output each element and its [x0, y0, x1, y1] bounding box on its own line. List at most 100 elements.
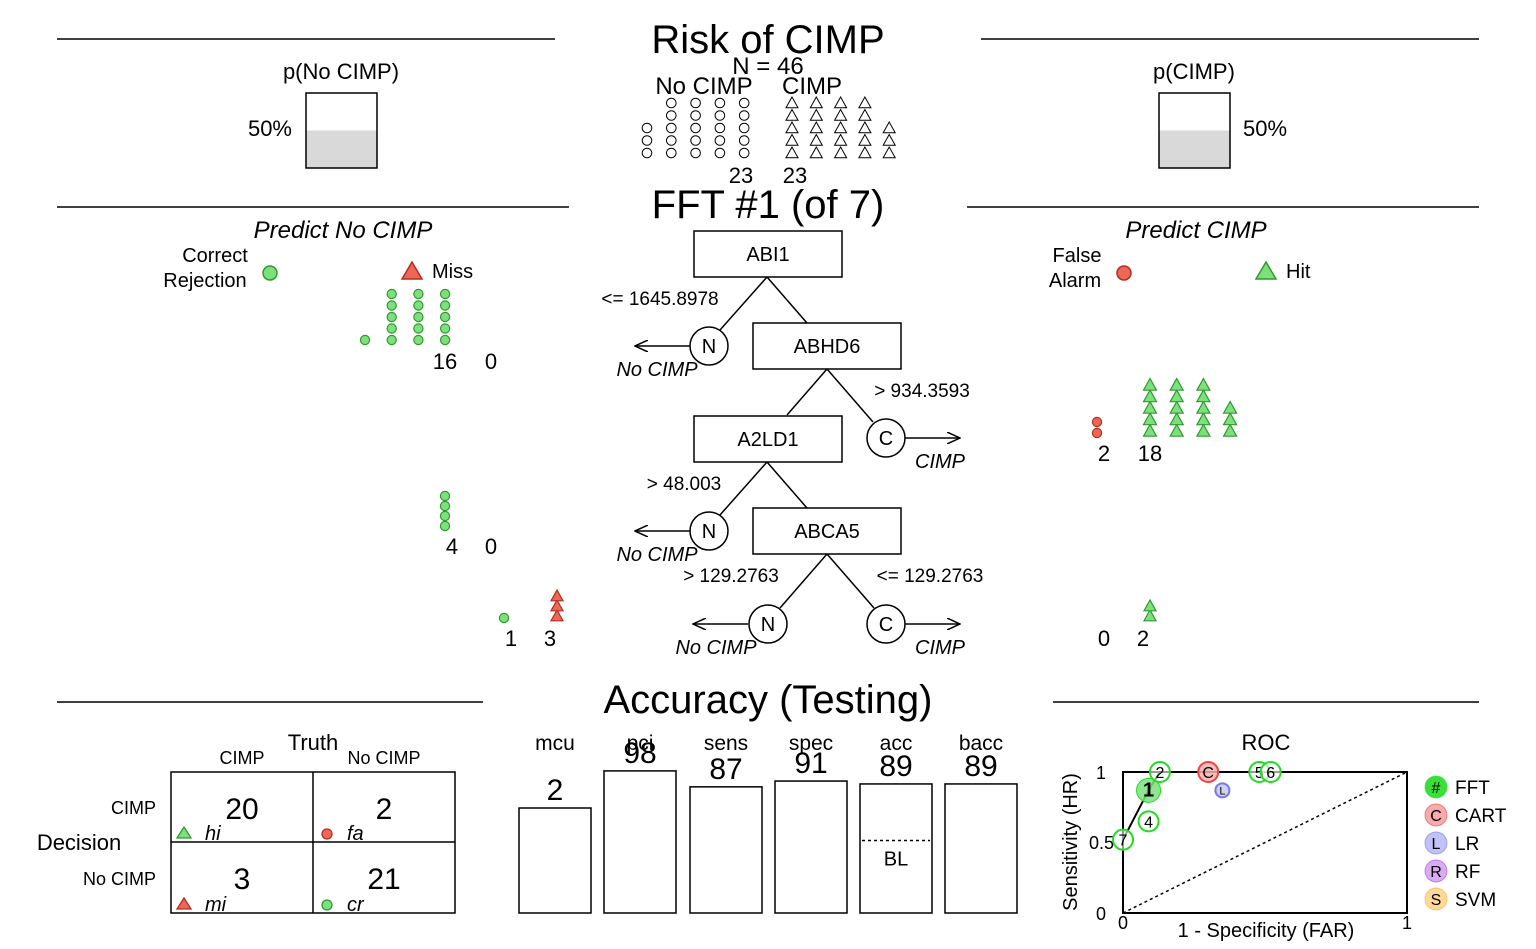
- roc-y-label: Sensitivity (HR): [1060, 773, 1082, 911]
- roc-title: ROC: [1242, 730, 1291, 755]
- hit-marker: [1222, 423, 1238, 437]
- hit-marker: [1195, 423, 1211, 437]
- cimp-case-icon: [833, 145, 848, 159]
- threshold-abi1: <= 1645.8978: [601, 289, 718, 310]
- roc-point-1: [1136, 777, 1162, 803]
- roc-legend-dot-cart: [1424, 803, 1448, 827]
- node-a2ld1-box: [693, 415, 843, 463]
- count-r2-wrong: 2: [1098, 441, 1110, 466]
- exit-c-circle-4: [866, 604, 906, 644]
- cimp-case-icon: [833, 120, 848, 134]
- top-no-cimp-icons: [641, 97, 750, 159]
- cell-cr-icon: [321, 899, 333, 911]
- roc-legend-key-rf: R: [1430, 864, 1442, 881]
- hit-marker: [1142, 388, 1158, 403]
- no-cimp-case-icon: [738, 135, 750, 146]
- exit-n-circle-3: [689, 511, 729, 551]
- no-cimp-case-icon: [690, 97, 701, 109]
- decision-label: Decision: [37, 830, 121, 855]
- exit-n-circle-4: [748, 604, 788, 644]
- cimp-case-icon: [858, 120, 872, 134]
- cell-fa-label: fa: [347, 823, 364, 845]
- roc-x-tick-1: 1: [1402, 913, 1412, 933]
- correct-rejection-marker: [386, 311, 397, 323]
- cimp-case-icon: [785, 133, 799, 146]
- correct-rejection-marker: [439, 288, 451, 300]
- legend-correct-rejection-1: Correct: [182, 245, 248, 267]
- p-cimp-value: 50%: [1243, 116, 1287, 141]
- accuracy-label-acc: acc: [880, 732, 913, 755]
- exit-n-letter-3: N: [702, 521, 716, 543]
- count-yes-label: 23: [783, 163, 807, 188]
- roc-legend-key-lr: L: [1432, 836, 1441, 853]
- tree-edges: [719, 276, 875, 609]
- no-cimp-case-icon: [738, 147, 750, 159]
- correct-rejection-icon: [262, 265, 278, 281]
- cimp-case-icon: [785, 120, 799, 134]
- count-l3-wrong: 0: [485, 534, 497, 559]
- roc-point-label-L: L: [1219, 785, 1225, 797]
- correct-rejection-marker: [439, 490, 451, 502]
- hit-icon: [1254, 260, 1278, 280]
- no-cimp-case-icon: [666, 147, 677, 159]
- correct-rejection-marker: [413, 311, 424, 323]
- roc-legend-name-lr: LR: [1455, 834, 1479, 855]
- correct-rejection-marker: [439, 520, 451, 532]
- correct-rejection-marker: [413, 300, 424, 311]
- class-no-label: No CIMP: [655, 73, 752, 100]
- exit-label-1: No CIMP: [616, 359, 698, 381]
- roc-legend-dot-svm: [1424, 887, 1448, 911]
- truth-label: Truth: [288, 730, 339, 755]
- accuracy-label-bacc: bacc: [959, 732, 1003, 755]
- legend-false-alarm-2: Alarm: [1049, 270, 1101, 292]
- correct-rejection-marker: [386, 334, 397, 346]
- false-alarm-marker: [1091, 416, 1103, 428]
- correct-rejection-marker: [413, 288, 424, 300]
- correct-rejection-marker: [413, 323, 424, 334]
- no-cimp-case-icon: [666, 135, 677, 146]
- hit-marker: [1142, 377, 1158, 391]
- no-cimp-case-icon: [690, 135, 701, 146]
- accuracy-bar-spec: [774, 780, 848, 914]
- cimp-case-icon: [833, 108, 848, 121]
- hit-marker: [1142, 608, 1158, 622]
- no-cimp-case-icon: [666, 122, 677, 134]
- hit-marker: [1169, 377, 1185, 391]
- roc-legend-name-svm: SVM: [1455, 890, 1496, 911]
- accuracy-bar-pci: [603, 770, 677, 914]
- correct-rejection-marker: [359, 334, 371, 346]
- cell-hi-icon: [175, 825, 193, 839]
- exit-label-3: No CIMP: [616, 544, 698, 566]
- exit-n-letter-1: N: [702, 336, 716, 358]
- hit-marker: [1222, 411, 1238, 426]
- p-no-cimp-value: 50%: [248, 116, 292, 141]
- no-cimp-case-icon: [641, 122, 653, 134]
- cimp-case-icon: [882, 145, 897, 159]
- no-cimp-case-icon: [690, 147, 701, 159]
- cimp-case-icon: [882, 120, 897, 134]
- roc-point-2: [1148, 761, 1171, 783]
- false-alarm-marker: [1091, 427, 1103, 439]
- correct-rejection-marker: [439, 323, 451, 334]
- no-cimp-case-icon: [738, 122, 750, 134]
- count-r4-wrong: 0: [1098, 626, 1110, 651]
- node-abi1-box: [693, 230, 843, 278]
- decision-no-cimp: No CIMP: [83, 869, 156, 889]
- truth-no-cimp: No CIMP: [347, 748, 420, 768]
- cell-hi-label: hi: [205, 823, 221, 845]
- risk-title: Risk of CIMP: [651, 18, 884, 62]
- exit-label-2: CIMP: [915, 451, 966, 473]
- accuracy-label-pci: pci: [627, 732, 654, 755]
- accuracy-bar-acc: [859, 783, 933, 914]
- exit-c-letter-2: C: [879, 428, 893, 450]
- accuracy-label-mcu: mcu: [535, 732, 575, 755]
- exit-c-letter-4: C: [879, 614, 893, 636]
- roc-y-tick-1: 1: [1096, 763, 1106, 783]
- miss-marker: [549, 598, 565, 612]
- roc-legend-key-svm: S: [1431, 892, 1442, 909]
- roc-point-7: [1112, 828, 1134, 851]
- p-no-cimp-fill: [306, 130, 377, 168]
- accuracy-value-bacc: 89: [964, 750, 997, 783]
- hit-marker: [1169, 411, 1185, 426]
